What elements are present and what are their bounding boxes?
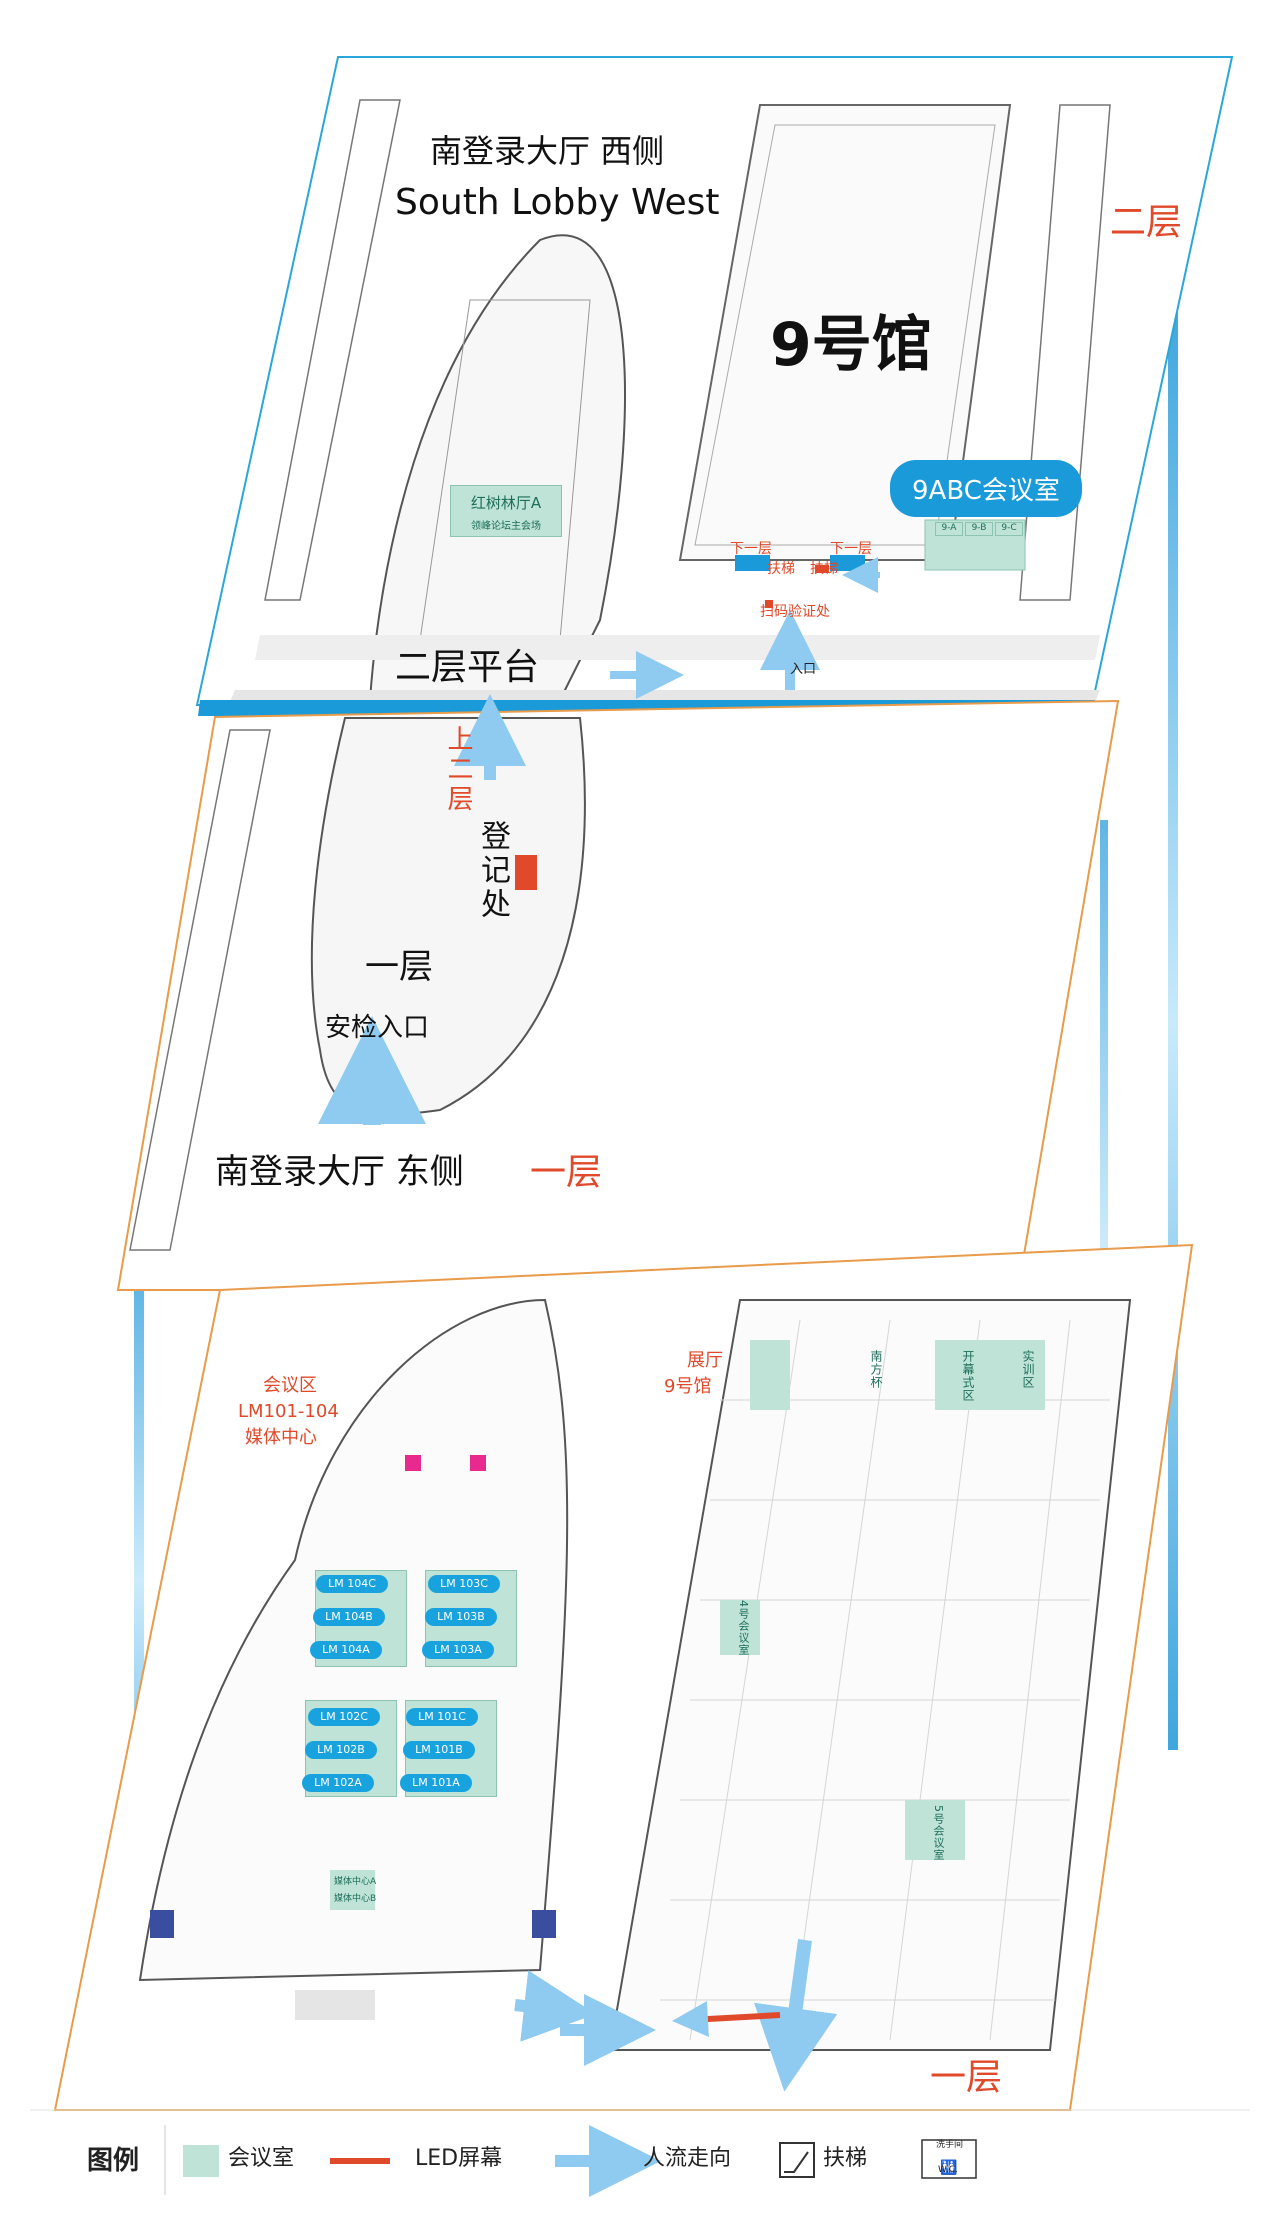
lobby-west-title-cn: 南登录大厅 西侧 [430, 132, 665, 170]
legend-restroom-en: W.C. [938, 2165, 958, 2175]
mangrove-hall-name: 红树林厅A [470, 494, 542, 512]
room-9-c[interactable]: 9-C [995, 522, 1023, 536]
room-lm-101a[interactable]: LM 101A [400, 1774, 472, 1792]
mangrove-hall-a[interactable]: 红树林厅A 领峰论坛主会场 [450, 485, 562, 537]
hall-zone-4: 4号会议室 [737, 1600, 750, 1656]
svg-text:🚻: 🚻 [940, 2159, 957, 2176]
registration-marker [515, 855, 537, 890]
legend-meeting-swatch [183, 2145, 219, 2177]
registration-label: 登记处 [475, 820, 510, 922]
legend-meeting-room: 会议室 [228, 2146, 295, 2171]
middle-floor-label-red: 一层 [530, 1152, 603, 1193]
hall-zone-1: 南方杯 [869, 1350, 883, 1389]
entrance-label: 入口 [790, 662, 817, 677]
level-connector-right [1168, 300, 1178, 1750]
meeting-zone-rooms: LM101-104 [238, 1401, 339, 1422]
room-lm-102b[interactable]: LM 102B [305, 1741, 377, 1759]
escalator-label-right: 扶梯 [810, 561, 838, 577]
escalator-label-left: 扶梯 [767, 561, 795, 577]
room-lm-104a[interactable]: LM 104A [310, 1641, 382, 1659]
legend-people-flow: 人流走向 [643, 2146, 732, 2171]
legend-led-swatch [330, 2158, 390, 2164]
legend-escalator: 扶梯 [823, 2146, 868, 2171]
room-lm-103a[interactable]: LM 103A [422, 1641, 494, 1659]
media-center-a[interactable]: 媒体中心A [334, 1877, 377, 1887]
room-lm-103b[interactable]: LM 103B [425, 1608, 497, 1626]
room-lm-104c[interactable]: LM 104C [316, 1575, 388, 1593]
room-lm-101c[interactable]: LM 101C [406, 1708, 478, 1726]
hall-zone-5: 5号会议室 [932, 1805, 945, 1861]
room-lm-104b[interactable]: LM 104B [313, 1608, 385, 1626]
room-9-b[interactable]: 9-B [965, 522, 993, 536]
lower-level-plane [53, 1243, 1194, 2111]
legend-restroom-cn: 洗手间 [936, 2140, 964, 2150]
scan-verify-label: 扫码验证处 [760, 604, 830, 620]
media-center-b[interactable]: 媒体中心B [334, 1894, 377, 1904]
upper-floor-label: 二层 [1110, 202, 1183, 243]
security-entrance-label: 安检入口 [325, 1013, 430, 1043]
media-center-title: 媒体中心 [245, 1427, 317, 1448]
9abc-meeting-room-badge[interactable]: 9ABC会议室 [890, 460, 1082, 517]
room-lm-103c[interactable]: LM 103C [428, 1575, 500, 1593]
room-lm-102c[interactable]: LM 102C [308, 1708, 380, 1726]
up-to-second-floor: 上二层 [443, 725, 473, 815]
exhibition-title: 展厅 [687, 1350, 723, 1371]
second-floor-platform: 二层平台 [395, 647, 540, 688]
restroom-icon: 🚻 [921, 2139, 977, 2179]
legend-led-screen: LED屏幕 [415, 2146, 503, 2171]
mangrove-hall-sub: 领峰论坛主会场 [471, 521, 541, 532]
down-level-label-right: 下一层 [830, 541, 872, 557]
escalator-icon [779, 2142, 815, 2178]
exhibition-hall-label: 9号馆 [664, 1376, 712, 1397]
meeting-zone-title: 会议区 [263, 1375, 317, 1396]
middle-level-plane [116, 694, 1120, 1291]
room-9-a[interactable]: 9-A [935, 522, 963, 536]
lower-floor-label: 一层 [930, 2057, 1003, 2098]
hall-9-label: 9号馆 [770, 310, 932, 380]
room-lm-101b[interactable]: LM 101B [403, 1741, 475, 1759]
legend-title: 图例 [87, 2146, 140, 2176]
room-lm-102a[interactable]: LM 102A [302, 1774, 374, 1792]
level-connector-left [134, 1230, 144, 1930]
upper-level-plane [195, 56, 1234, 706]
lobby-west-title-en: South Lobby West [395, 182, 720, 223]
middle-floor-label: 一层 [365, 947, 433, 987]
down-level-label-left: 下一层 [730, 541, 772, 557]
hall-zone-2: 开幕式区 [961, 1350, 975, 1402]
lobby-east-title: 南登录大厅 东侧 [215, 1152, 464, 1192]
hall-zone-3: 实训区 [1021, 1350, 1035, 1389]
